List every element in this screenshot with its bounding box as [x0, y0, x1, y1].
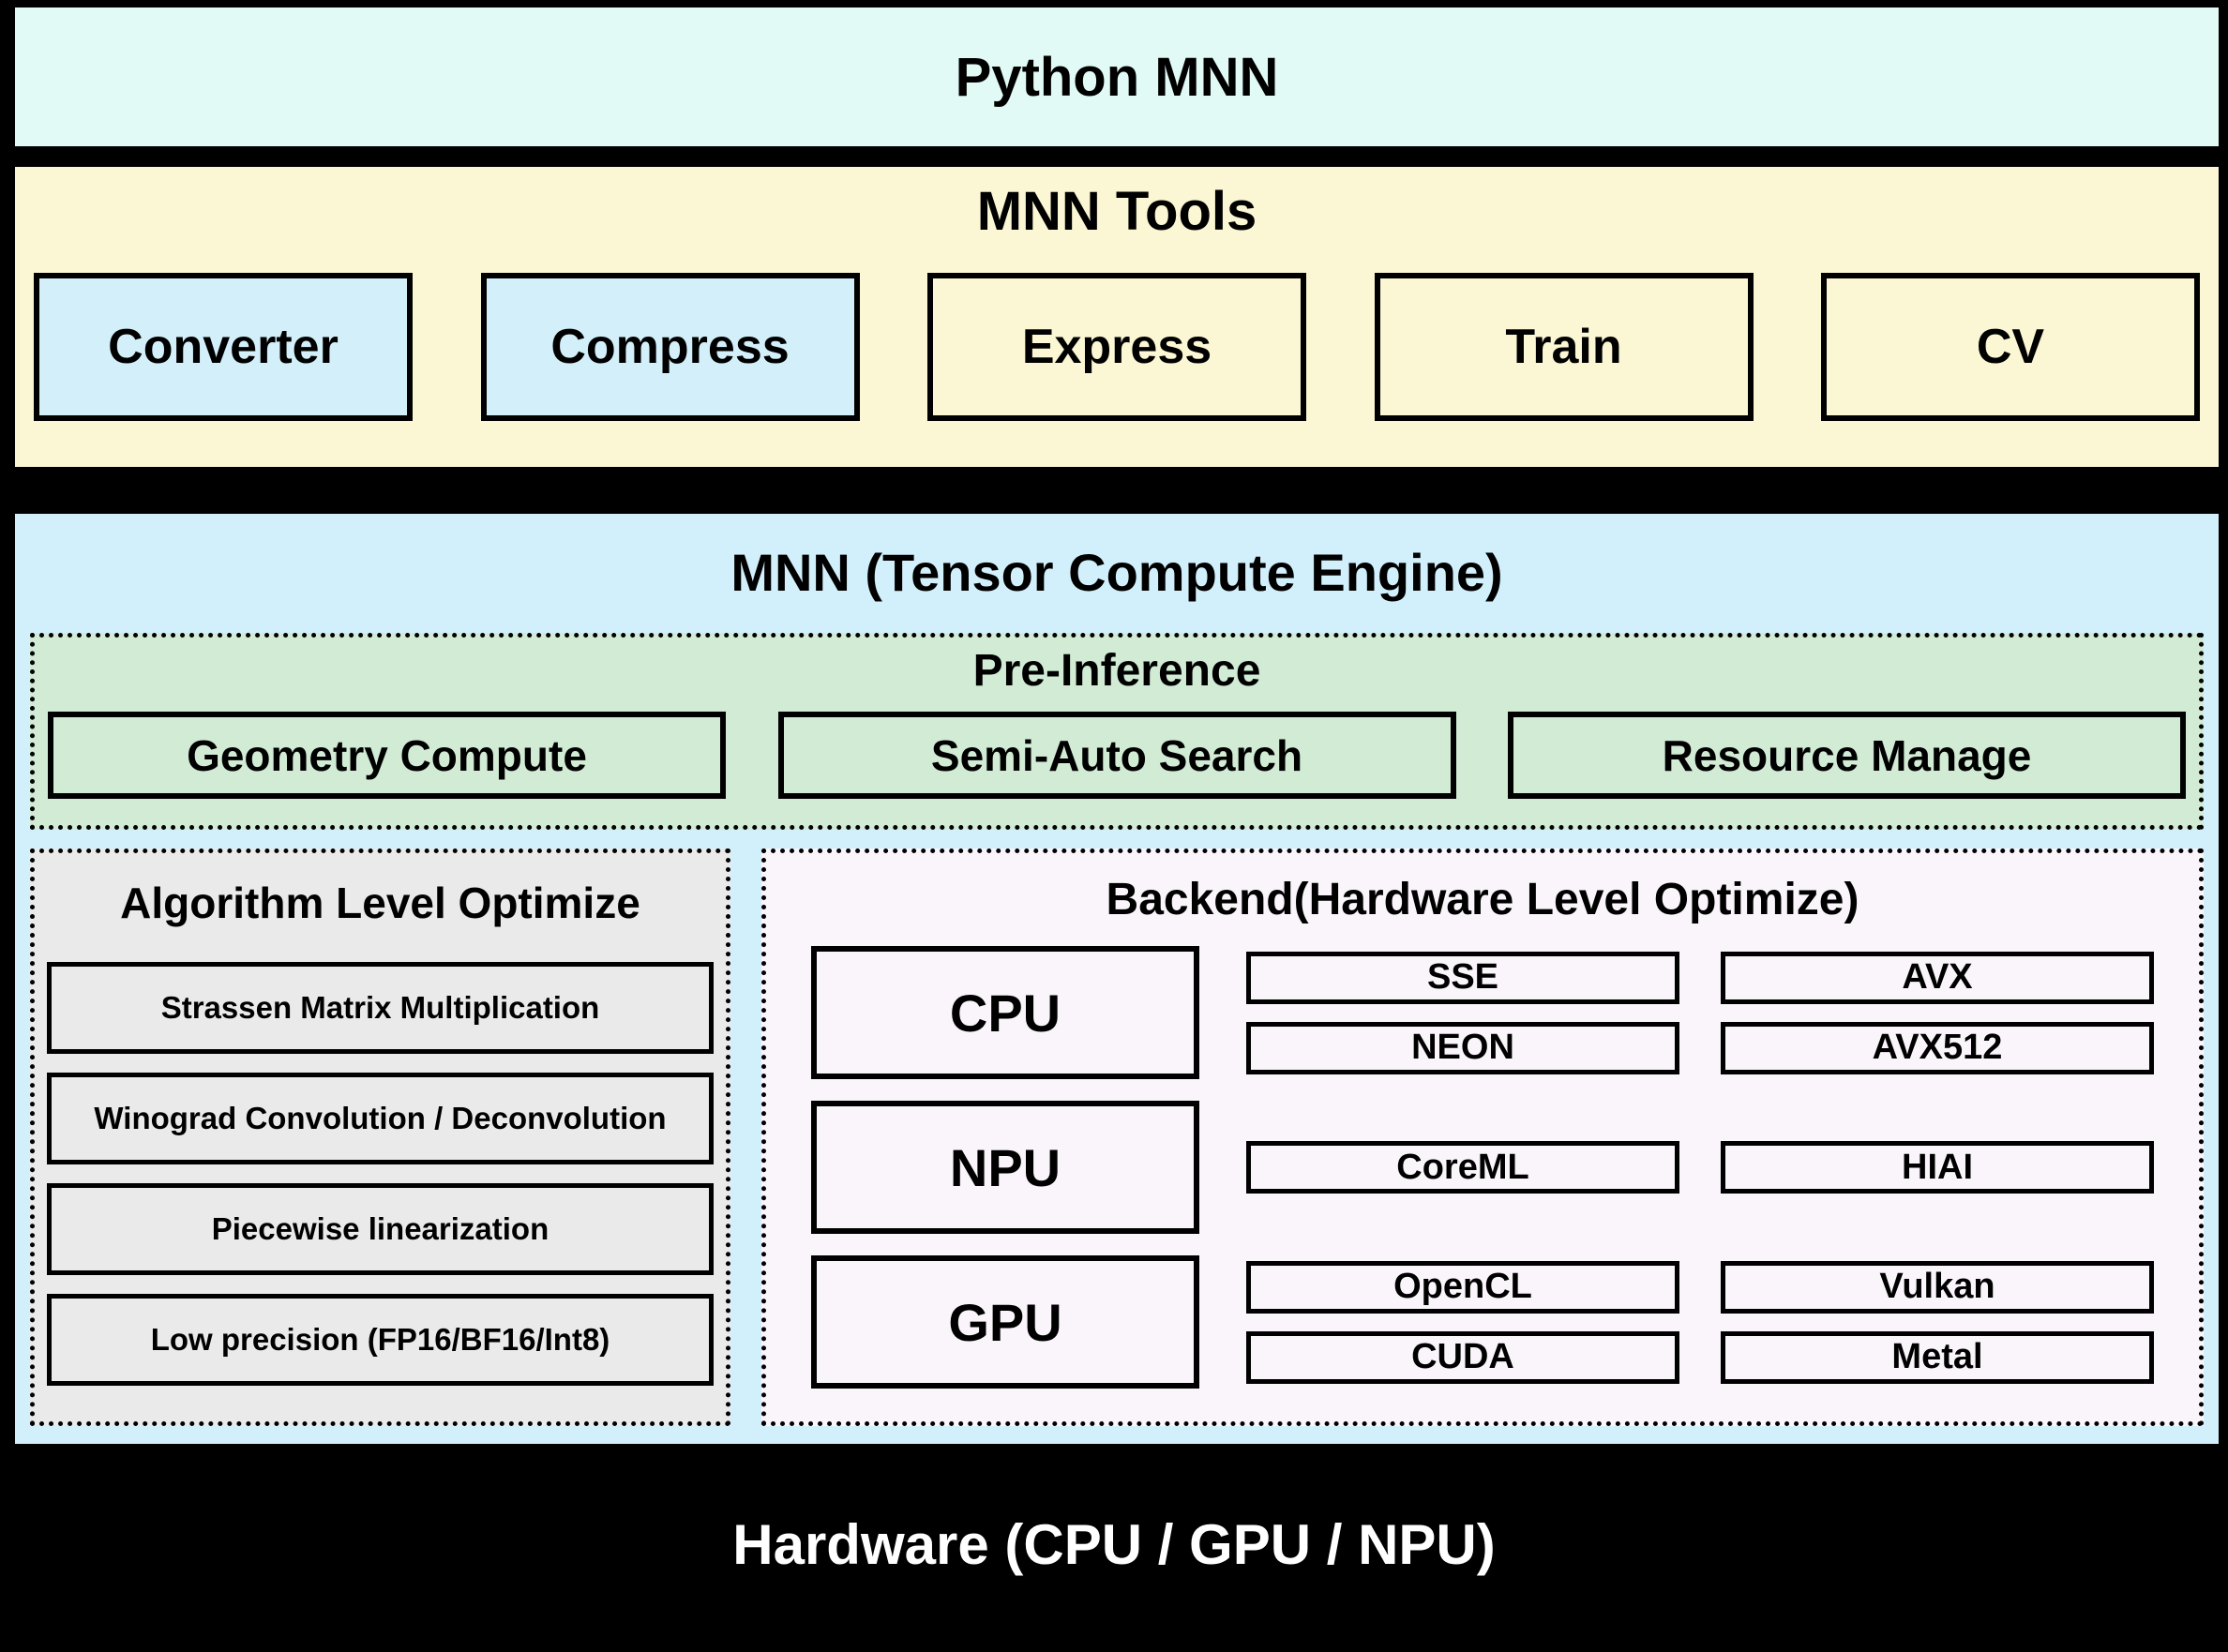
tool-box-converter: Converter	[34, 273, 413, 421]
tech-label-hiai: HIAI	[1902, 1147, 1973, 1187]
algorithm-label-winograd: Winograd Convolution / Deconvolution	[94, 1101, 667, 1135]
pre-inference-section: Pre-Inference Geometry Compute Semi-Auto…	[30, 633, 2204, 830]
npu-tech-row-1: CoreML HIAI	[1246, 1141, 2154, 1194]
gpu-tech-column: OpenCL Vulkan CUDA Metal	[1246, 1260, 2154, 1384]
pre-inference-title: Pre-Inference	[972, 646, 1261, 696]
tech-label-coreml: CoreML	[1396, 1147, 1529, 1187]
gpu-tech-row-1: OpenCL Vulkan	[1246, 1260, 2154, 1314]
pre-inference-label-semi-auto-search: Semi-Auto Search	[930, 730, 1303, 780]
algorithm-label-strassen: Strassen Matrix Multiplication	[160, 990, 600, 1025]
backend-row-gpu: GPU OpenCL Vulkan CUDA	[811, 1255, 2154, 1389]
tech-label-avx512: AVX512	[1872, 1028, 2003, 1067]
processor-label-cpu: CPU	[949, 983, 1061, 1043]
algorithm-box-piecewise: Piecewise linearization	[47, 1183, 714, 1275]
cpu-tech-column: SSE AVX NEON AVX512	[1246, 951, 2154, 1074]
tech-box-avx: AVX	[1721, 951, 2154, 1004]
tech-label-neon: NEON	[1411, 1028, 1514, 1067]
algorithm-box-strassen: Strassen Matrix Multiplication	[47, 962, 714, 1054]
algorithm-optimize-section: Algorithm Level Optimize Strassen Matrix…	[30, 849, 730, 1426]
python-mnn-label: Python MNN	[955, 46, 1279, 108]
processor-box-cpu: CPU	[811, 946, 1199, 1079]
processor-label-npu: NPU	[949, 1137, 1061, 1197]
tool-box-express: Express	[927, 273, 1306, 421]
tech-box-neon: NEON	[1246, 1021, 1679, 1074]
tool-label-compress: Compress	[550, 320, 790, 374]
algorithm-label-piecewise: Piecewise linearization	[211, 1211, 549, 1246]
tech-box-coreml: CoreML	[1246, 1141, 1679, 1194]
tech-box-hiai: HIAI	[1721, 1141, 2154, 1194]
pre-inference-box-semi-auto-search: Semi-Auto Search	[777, 712, 1456, 799]
tech-label-avx: AVX	[1902, 957, 1973, 997]
npu-tech-column: CoreML HIAI	[1246, 1141, 2154, 1194]
algorithm-label-low-precision: Low precision (FP16/BF16/Int8)	[150, 1322, 610, 1357]
tech-label-metal: Metal	[1891, 1337, 1983, 1376]
tech-box-sse: SSE	[1246, 951, 1679, 1004]
cpu-tech-row-2: NEON AVX512	[1246, 1021, 2154, 1074]
pre-inference-row: Geometry Compute Semi-Auto Search Resour…	[48, 712, 2186, 799]
pre-inference-label-geometry-compute: Geometry Compute	[187, 730, 587, 780]
tech-box-vulkan: Vulkan	[1721, 1260, 2154, 1314]
processor-box-npu: NPU	[811, 1101, 1199, 1234]
backend-optimize-section: Backend(Hardware Level Optimize) CPU SSE…	[761, 849, 2204, 1426]
tech-label-opencl: OpenCL	[1393, 1267, 1532, 1306]
tech-box-opencl: OpenCL	[1246, 1260, 1679, 1314]
tool-box-compress: Compress	[480, 273, 860, 421]
tech-box-metal: Metal	[1721, 1330, 2154, 1384]
tool-label-cv: CV	[1976, 320, 2045, 374]
pre-inference-label-resource-manage: Resource Manage	[1662, 730, 2032, 780]
tech-label-cuda: CUDA	[1411, 1337, 1514, 1376]
tech-label-vulkan: Vulkan	[1879, 1267, 1995, 1306]
tool-label-train: Train	[1505, 320, 1622, 374]
mnn-tools-section: MNN Tools Converter Compress Express Tra…	[15, 167, 2219, 467]
mnn-engine-title: MNN (Tensor Compute Engine)	[730, 543, 1503, 602]
tool-label-converter: Converter	[108, 320, 339, 374]
tech-box-avx512: AVX512	[1721, 1021, 2154, 1074]
mnn-tools-row: Converter Compress Express Train CV	[34, 273, 2200, 421]
processor-label-gpu: GPU	[948, 1292, 1062, 1352]
pre-inference-box-geometry-compute: Geometry Compute	[48, 712, 726, 799]
hardware-label: Hardware (CPU / GPU / NPU)	[732, 1512, 1496, 1576]
processor-box-gpu: GPU	[811, 1255, 1199, 1389]
python-mnn-bar: Python MNN	[15, 8, 2219, 146]
cpu-tech-row-1: SSE AVX	[1246, 951, 2154, 1004]
backend-row-cpu: CPU SSE AVX NEON	[811, 946, 2154, 1079]
backend-optimize-title: Backend(Hardware Level Optimize)	[1106, 875, 1859, 924]
tool-box-cv: CV	[1821, 273, 2200, 421]
tech-label-sse: SSE	[1426, 957, 1499, 997]
engine-columns: Algorithm Level Optimize Strassen Matrix…	[30, 849, 2204, 1426]
tool-label-express: Express	[1021, 320, 1212, 374]
gpu-tech-row-2: CUDA Metal	[1246, 1330, 2154, 1384]
algorithm-box-winograd: Winograd Convolution / Deconvolution	[47, 1073, 714, 1164]
pre-inference-box-resource-manage: Resource Manage	[1508, 712, 2186, 799]
hardware-bar: Hardware (CPU / GPU / NPU)	[0, 1444, 2228, 1644]
backend-row-npu: NPU CoreML HIAI	[811, 1101, 2154, 1234]
algorithm-optimize-title: Algorithm Level Optimize	[120, 879, 640, 927]
mnn-engine-section: MNN (Tensor Compute Engine) Pre-Inferenc…	[15, 514, 2219, 1444]
algorithm-box-low-precision: Low precision (FP16/BF16/Int8)	[47, 1294, 714, 1386]
mnn-tools-title: MNN Tools	[976, 181, 1257, 242]
tool-box-train: Train	[1374, 273, 1754, 421]
tech-box-cuda: CUDA	[1246, 1330, 1679, 1384]
